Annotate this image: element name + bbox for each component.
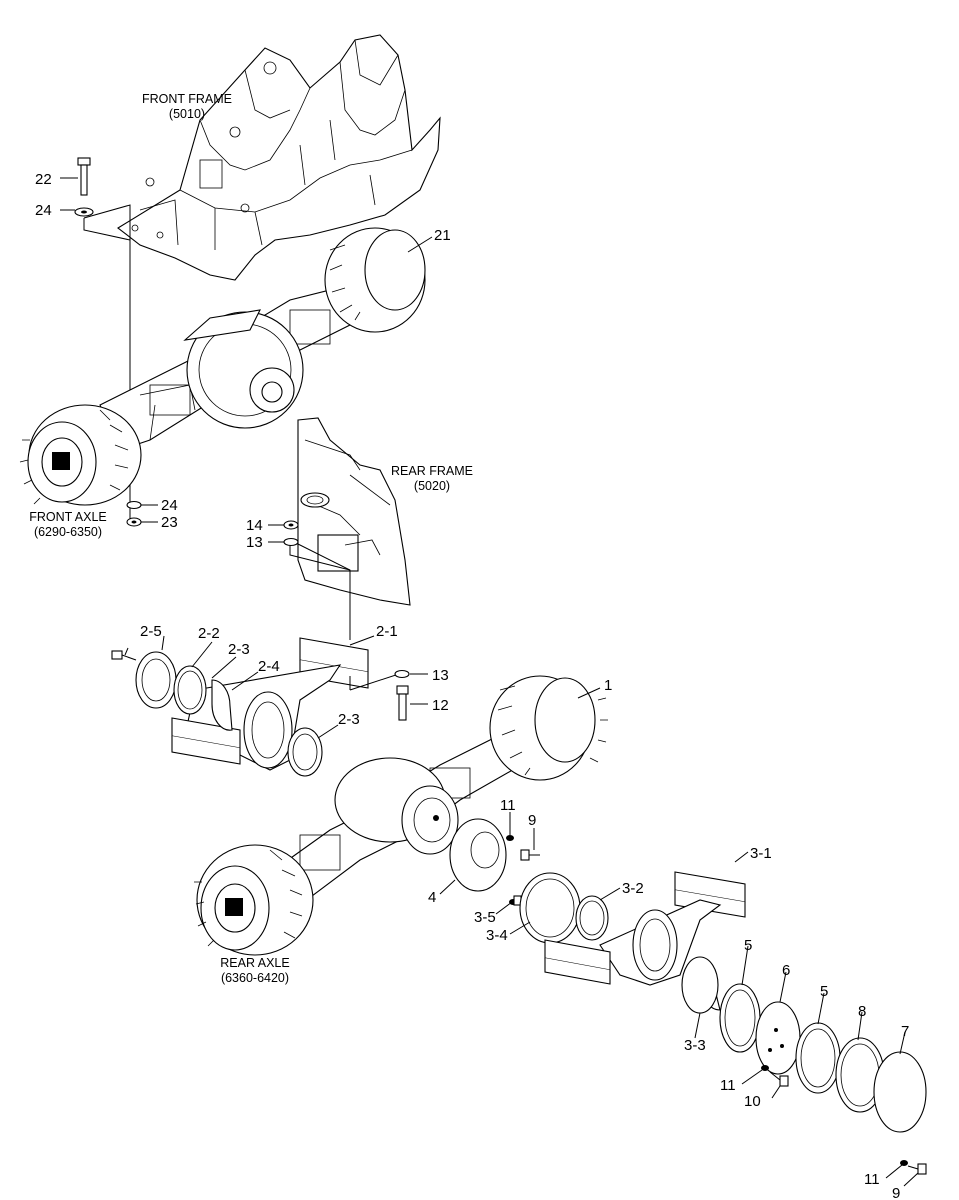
rear-frame	[289, 417, 411, 640]
callout-5: 5	[744, 937, 752, 954]
callout-2-3: 2-3	[338, 711, 360, 728]
front-axle-washer-nut	[126, 500, 142, 527]
callout-1: 1	[604, 677, 612, 694]
callout-2-5: 2-5	[140, 623, 162, 640]
callout-9: 9	[892, 1185, 900, 1200]
callout-24: 24	[35, 202, 52, 219]
callout-4: 4	[428, 889, 436, 906]
callout-14: 14	[246, 517, 263, 534]
leader-lines	[60, 177, 919, 1187]
rear-axle-pivot-rear	[519, 871, 927, 1175]
callout-2-3: 2-3	[228, 641, 250, 658]
callout-3-1: 3-1	[750, 845, 772, 862]
callout-6: 6	[782, 962, 790, 979]
callout-13: 13	[246, 534, 263, 551]
callout-2-2: 2-2	[198, 625, 220, 642]
rear-frame-caption: REAR FRAME	[391, 464, 473, 478]
callout-5: 5	[820, 983, 828, 1000]
captions: FRONT FRAME (5010) REAR FRAME (5020) FRO…	[29, 92, 473, 985]
callout-2-1: 2-1	[376, 623, 398, 640]
rear-frame-code: (5020)	[414, 479, 450, 493]
callout-21: 21	[434, 227, 451, 244]
callout-2-4: 2-4	[258, 658, 280, 675]
callout-11: 11	[864, 1171, 880, 1188]
rear-pivot-bolt-12	[394, 669, 410, 721]
callout-11: 11	[720, 1077, 736, 1094]
callout-10: 10	[744, 1093, 761, 1110]
rear-axle	[194, 675, 608, 956]
callout-23: 23	[161, 514, 178, 531]
callout-22: 22	[35, 171, 52, 188]
front-frame-caption: FRONT FRAME	[142, 92, 232, 106]
callout-8: 8	[858, 1003, 866, 1020]
callout-24: 24	[161, 497, 178, 514]
front-frame-code: (5010)	[169, 107, 205, 121]
front-frame	[117, 34, 441, 281]
callout-3-2: 3-2	[622, 880, 644, 897]
callout-9: 9	[528, 812, 536, 829]
rear-axle-flange-4	[449, 818, 540, 906]
callout-11: 11	[500, 797, 516, 814]
callout-3-3: 3-3	[684, 1037, 706, 1054]
rear-axle-caption: REAR AXLE	[220, 956, 289, 970]
callout-3-4: 3-4	[486, 927, 508, 944]
rear-axle-pivot-front	[111, 637, 406, 777]
callout-13: 13	[432, 667, 449, 684]
front-axle-code: (6290-6350)	[34, 525, 102, 539]
callout-7: 7	[901, 1023, 909, 1040]
rear-axle-code: (6360-6420)	[221, 971, 289, 985]
rear-frame-washers	[283, 520, 299, 547]
callout-3-5: 3-5	[474, 909, 496, 926]
front-axle	[19, 227, 426, 506]
callouts: 22 24 21 24 23 14 13 2-5 2-2 2-3 2-4 2-1…	[35, 171, 909, 1200]
front-axle-caption: FRONT AXLE	[29, 510, 107, 524]
callout-12: 12	[432, 697, 449, 714]
